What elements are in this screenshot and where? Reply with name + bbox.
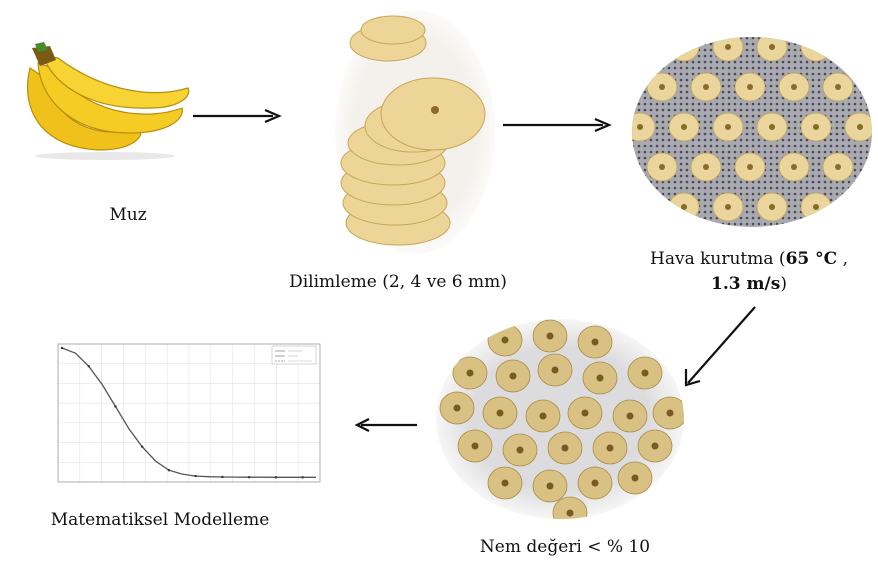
chip-seed-center <box>562 445 569 452</box>
dried-slice-on-tray <box>845 33 875 61</box>
slice-seed-center <box>791 164 797 170</box>
drying-speed: 1.3 m/s <box>711 274 780 294</box>
slice-seed-center <box>835 84 841 90</box>
chart-point <box>221 476 223 478</box>
banana-label: Muz <box>88 205 168 225</box>
modeling-label: Matematiksel Modelleme <box>20 510 300 530</box>
drying-label-comma: , <box>837 249 848 269</box>
slice-seed-center <box>703 164 709 170</box>
chip-seed-center <box>547 483 554 490</box>
chip-seed-center <box>497 410 504 417</box>
chip-seed-center <box>597 375 604 382</box>
chart-point <box>275 476 277 478</box>
chart-point <box>88 365 90 367</box>
chip-seed-center <box>502 337 509 344</box>
chart-point <box>141 446 143 448</box>
slicing-label: Dilimleme (2, 4 ve 6 mm) <box>258 272 538 292</box>
slice-seed-center <box>681 204 687 210</box>
chip-seed-center <box>517 447 524 454</box>
chip-seed-center <box>567 510 574 517</box>
dried-slice-on-tray <box>625 33 655 61</box>
slice-seed-center <box>659 164 665 170</box>
dried-slice-on-tray <box>845 193 875 221</box>
chart-point <box>194 475 196 477</box>
chip-seed-center <box>540 413 547 420</box>
slice-seed-center <box>857 204 863 210</box>
arrow-moisture-to-modeling <box>355 417 420 433</box>
slice-seed-center <box>725 44 731 50</box>
slice-seed-center <box>681 44 687 50</box>
chart-point <box>301 476 303 478</box>
slice-seed-center <box>703 84 709 90</box>
slice-seed-center <box>681 124 687 130</box>
chip-seed-center <box>547 333 554 340</box>
moisture-label: Nem değeri < % 10 <box>455 537 675 557</box>
dried-chips-image <box>435 318 685 520</box>
arrow-slices-to-drying <box>503 117 613 133</box>
slice-seed-center <box>857 44 863 50</box>
chip-seed-center <box>552 367 559 374</box>
slice-seed-center <box>637 124 643 130</box>
drying-label-close: ) <box>780 274 787 294</box>
dried-slice-on-tray <box>801 33 831 61</box>
drying-tray-image <box>630 35 875 230</box>
chip-seed-center <box>510 373 517 380</box>
chip-seed-center <box>467 370 474 377</box>
chart-point <box>114 405 116 407</box>
arrow-drying-to-moisture <box>680 305 760 390</box>
slice-seed-center <box>791 84 797 90</box>
chip-seed-center <box>592 339 599 346</box>
slice-seed-center <box>769 124 775 130</box>
chart-point <box>61 347 63 349</box>
banana-slices-image <box>333 8 498 256</box>
chart-legend <box>272 346 316 364</box>
drying-temp: 65 °C <box>786 249 838 269</box>
banana-image <box>10 38 195 163</box>
chip-seed-center <box>607 445 614 452</box>
model-chart <box>40 340 325 490</box>
slice-seed-center <box>637 204 643 210</box>
slice-seed-center <box>813 124 819 130</box>
drying-label: Hava kurutma (65 °C , 1.3 m/s) <box>620 247 878 297</box>
chart-point <box>248 476 250 478</box>
chip-seed-center <box>472 443 479 450</box>
slice-seed-center <box>813 204 819 210</box>
dried-slice-on-tray <box>669 33 699 61</box>
slice-seed-center <box>747 164 753 170</box>
slice-seed-center <box>725 204 731 210</box>
slice-seed-center <box>813 44 819 50</box>
chart-point <box>168 469 170 471</box>
chip-seed-center <box>627 413 634 420</box>
slice-seed-center <box>659 84 665 90</box>
arrow-banana-to-slices <box>193 108 283 124</box>
slice-seed-center <box>835 164 841 170</box>
slice-seed-center <box>769 44 775 50</box>
slice-seed-center <box>725 124 731 130</box>
dried-slice-on-tray <box>625 193 655 221</box>
chip-seed-center <box>667 410 674 417</box>
chip-seed-center <box>502 480 509 487</box>
drying-label-prefix: Hava kurutma ( <box>650 249 786 269</box>
chip-seed-center <box>632 475 639 482</box>
chip-seed-center <box>652 443 659 450</box>
chip-seed-center <box>582 410 589 417</box>
slice-seed-center <box>637 44 643 50</box>
chip-seed-center <box>642 370 649 377</box>
chip-seed-center <box>454 405 461 412</box>
slice-seed-center <box>769 204 775 210</box>
chip-seed-center <box>592 480 599 487</box>
slice-seed-center <box>857 124 863 130</box>
slice-seed-center <box>747 84 753 90</box>
